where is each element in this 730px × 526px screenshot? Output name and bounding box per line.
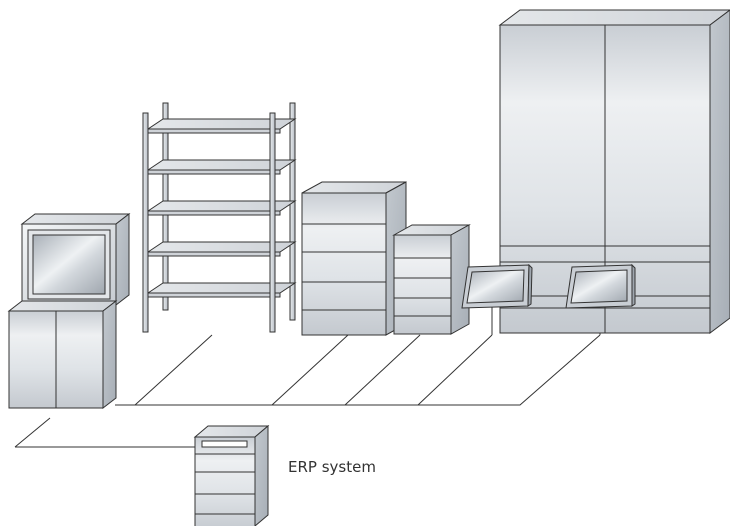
small-drawer-cabinet-icon (392, 224, 471, 335)
workstation-icon (7, 212, 131, 410)
drawer-cabinet-icon (301, 181, 407, 336)
network-cabling (14, 306, 601, 448)
touch-terminal-icon (461, 263, 533, 309)
erp-system-label: ERP system (288, 458, 376, 476)
shelving-rack-icon (142, 102, 297, 333)
erp-server-icon (193, 424, 270, 526)
touch-terminal-icon (565, 263, 636, 309)
